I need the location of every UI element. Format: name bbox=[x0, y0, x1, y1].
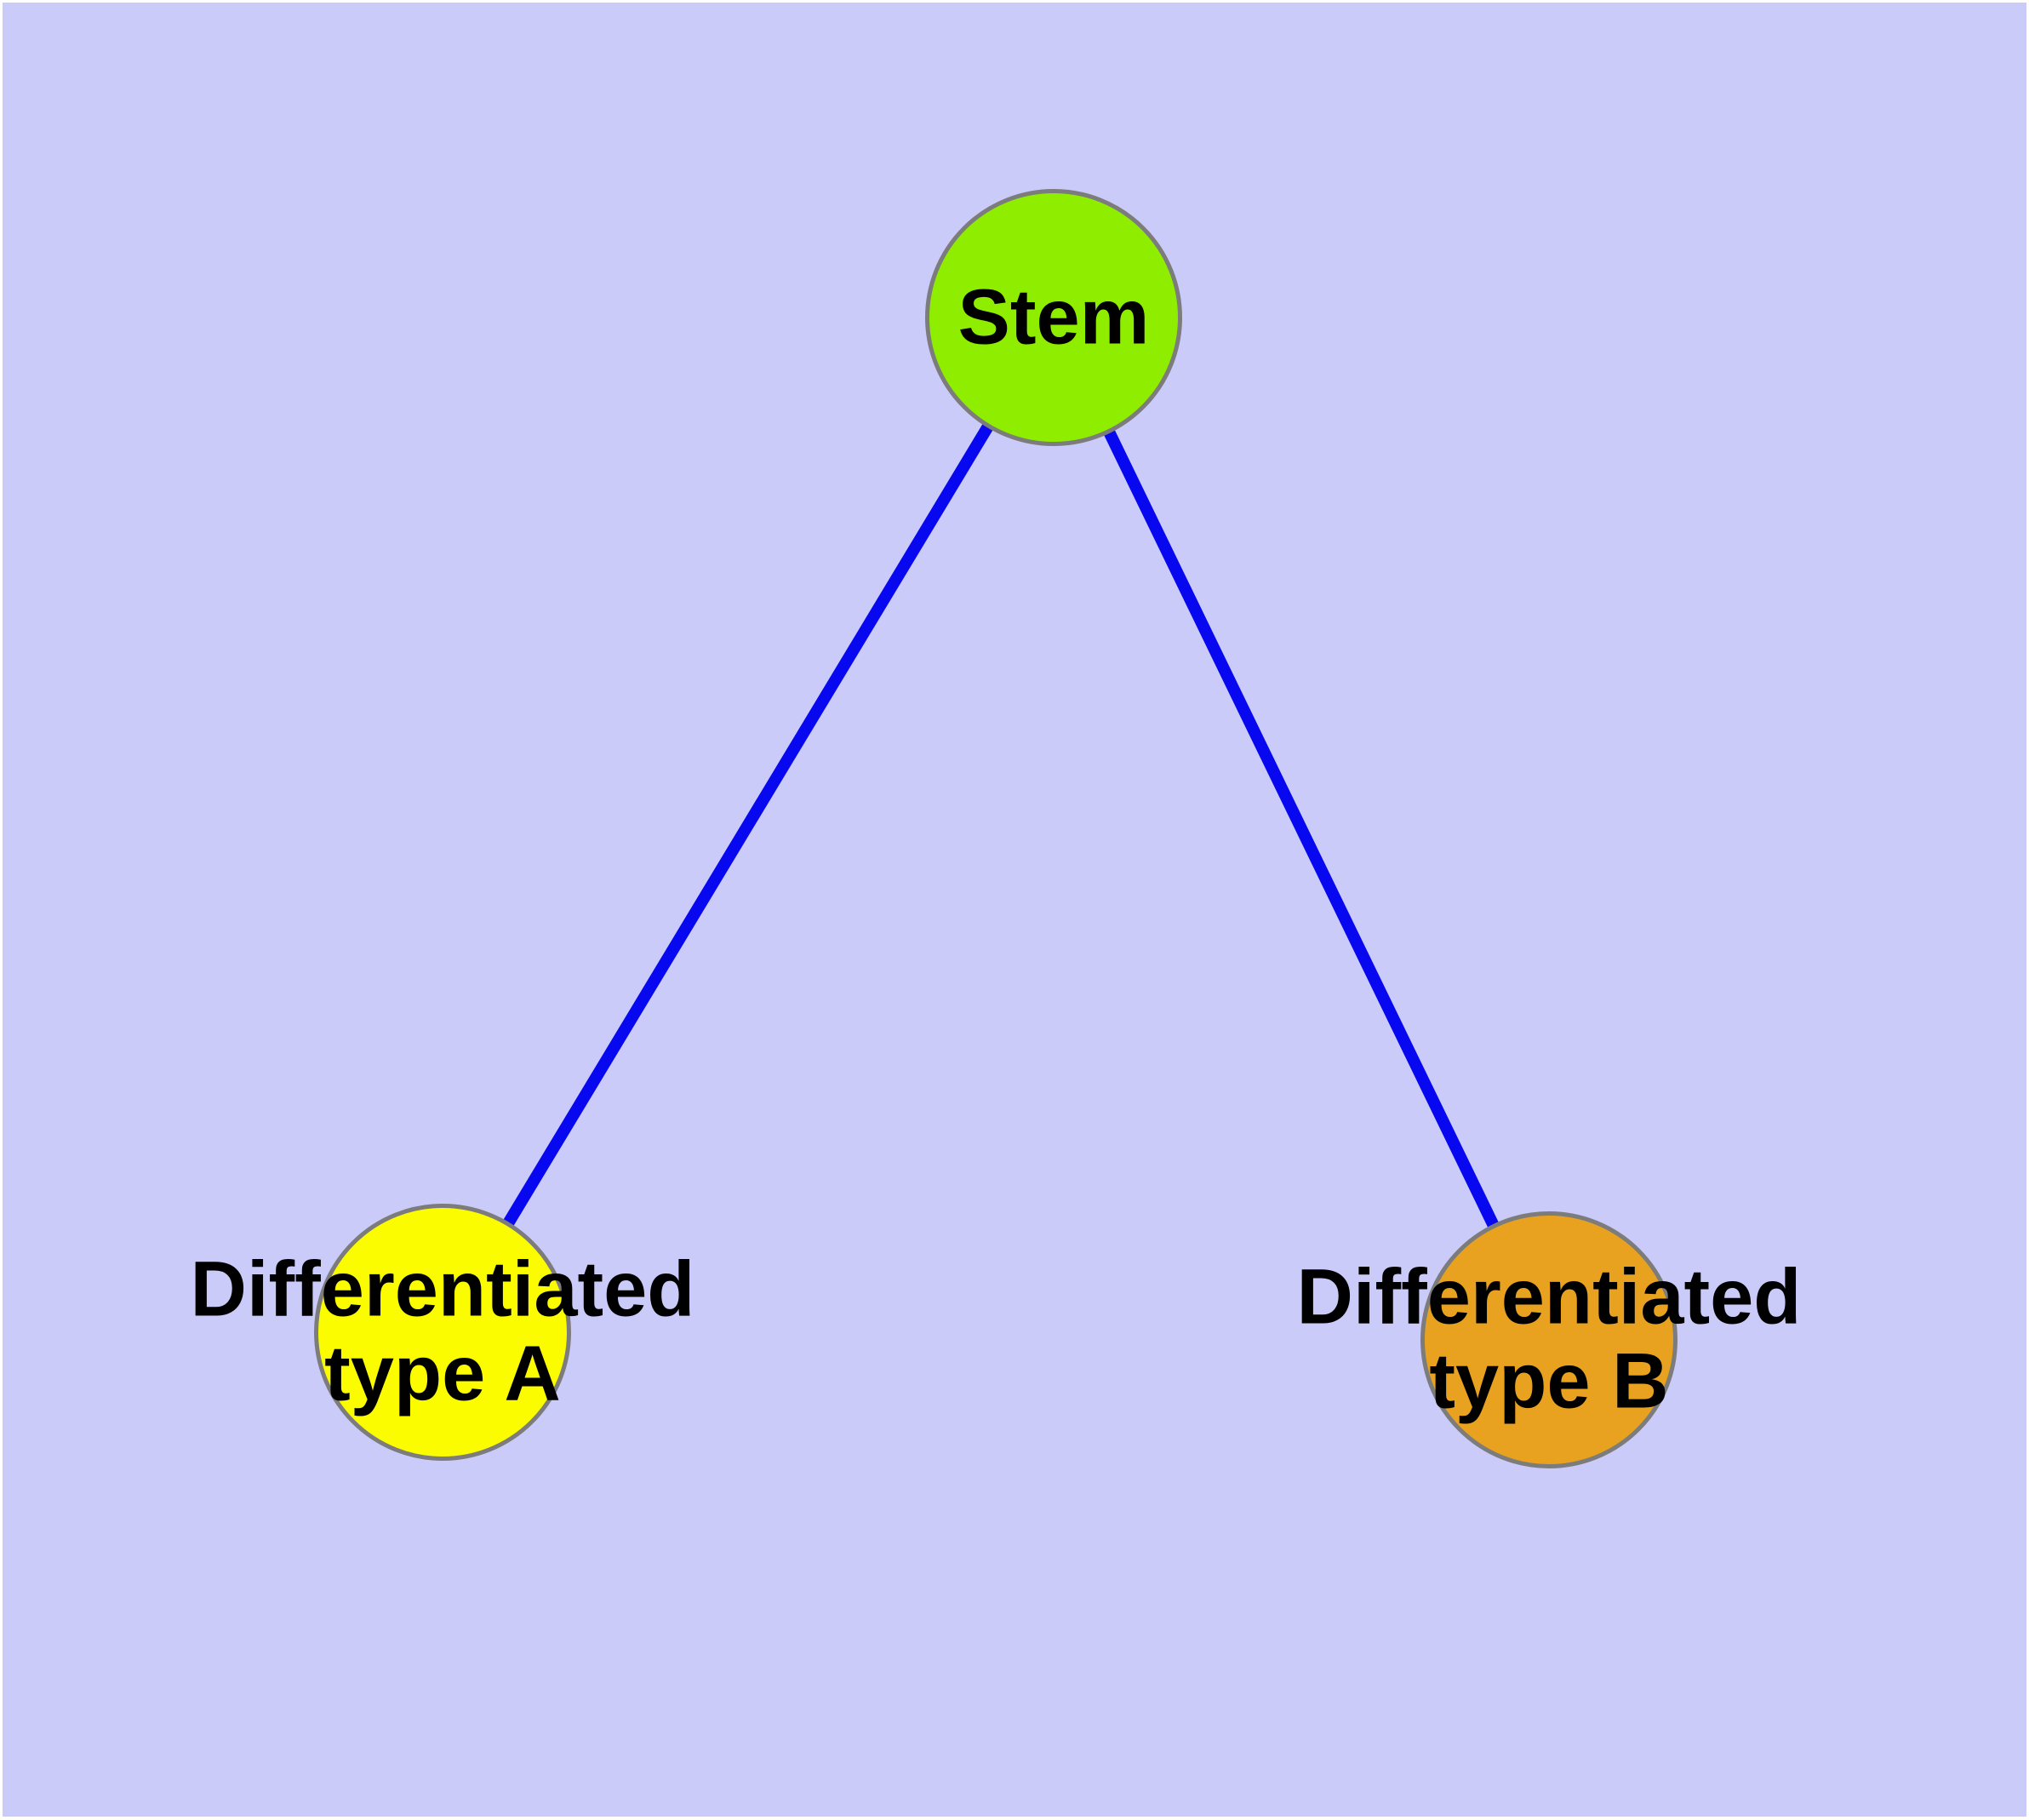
node-label-stem: Stem bbox=[957, 273, 1150, 361]
edge-stem-to-differentiated-type-a bbox=[437, 314, 1059, 1336]
node-differentiated-type-b bbox=[1420, 1211, 1677, 1468]
node-differentiated-type-a bbox=[314, 1204, 571, 1461]
label-line: type A bbox=[324, 1331, 561, 1417]
label-line: Differentiated bbox=[190, 1245, 695, 1333]
label-line: type B bbox=[1429, 1338, 1669, 1425]
node-label-differentiated-type-a: Differentiated type A bbox=[190, 1245, 695, 1417]
label-line: Differentiated bbox=[1296, 1253, 1802, 1341]
label-line: Stem bbox=[957, 273, 1150, 361]
edge-stem-to-differentiated-type-b bbox=[1048, 314, 1555, 1343]
node-stem bbox=[925, 189, 1182, 446]
node-label-differentiated-type-b: Differentiated type B bbox=[1296, 1253, 1802, 1425]
